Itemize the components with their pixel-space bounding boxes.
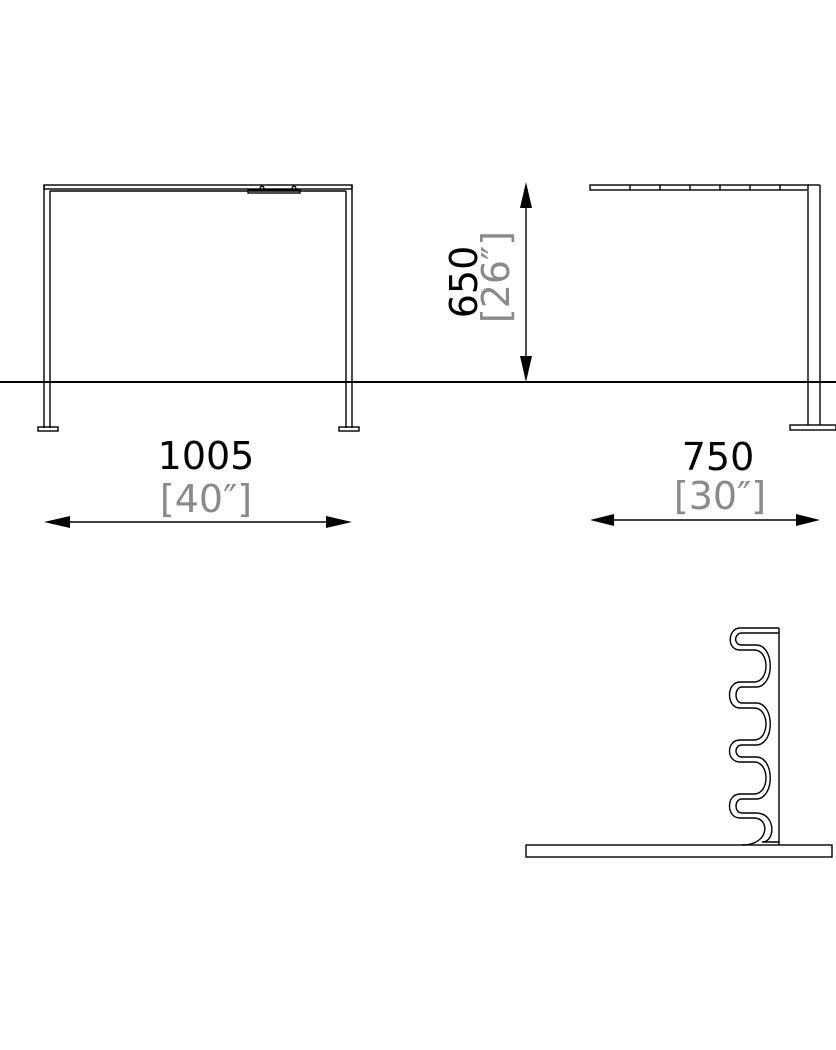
base-plate (525, 844, 833, 858)
foot-plate-right (338, 426, 360, 432)
arrow-left (44, 516, 70, 528)
mount-bracket (247, 189, 301, 194)
wave-profile-inner (734, 632, 779, 843)
width-dimension: 1005 [40″] (44, 434, 352, 528)
height-metric-label: 650 (442, 246, 486, 319)
front-elevation (37, 184, 360, 432)
height-dimension: 650 [26″] (442, 182, 532, 382)
arrow-up (520, 182, 532, 208)
bolt-right (291, 185, 297, 191)
depth-imperial-label: [30″] (674, 474, 766, 518)
arrow-down (520, 356, 532, 382)
side-elevation (589, 184, 836, 431)
height-imperial-label: [26″] (474, 231, 518, 323)
depth-metric-label: 750 (682, 435, 755, 479)
depth-dimension: 750 [30″] (590, 435, 820, 526)
arrow-right (326, 516, 352, 528)
arrow-left (590, 514, 614, 526)
bolt-left (259, 185, 265, 191)
wave-profile-outer (728, 627, 779, 846)
top-slat (589, 184, 809, 191)
arrow-right (796, 514, 820, 526)
foot-plate-left (37, 426, 59, 432)
plan-view (525, 627, 833, 858)
width-imperial-label: [40″] (160, 477, 252, 521)
side-foot-plate (789, 424, 836, 431)
width-metric-label: 1005 (158, 434, 255, 478)
frame-outer (43, 184, 353, 190)
